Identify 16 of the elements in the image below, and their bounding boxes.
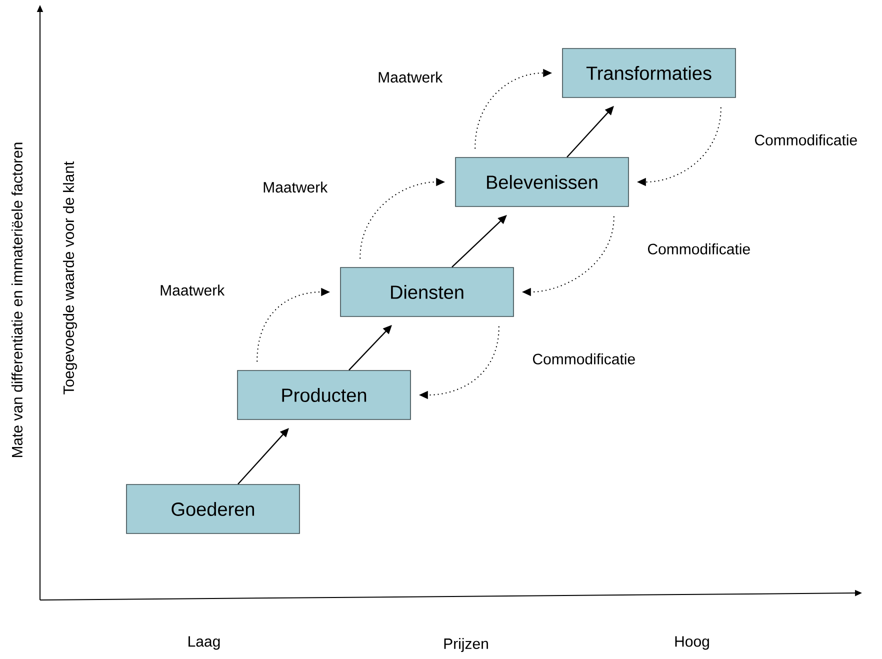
axis-label: Hoog <box>675 636 709 650</box>
stage-box: Goederen <box>126 484 300 534</box>
edge-label: Commodificatie <box>646 242 752 256</box>
axis-label: Toegevoegde waarde voor de klant <box>63 161 77 394</box>
stage-box: Diensten <box>340 267 514 317</box>
stage-box: Belevenissen <box>455 157 629 207</box>
axis-label: Prijzen <box>444 638 488 652</box>
edge-label: Maatwerk <box>158 284 226 297</box>
stage-box: Transformaties <box>562 48 736 98</box>
edge-label: Commodificatie <box>531 352 637 366</box>
axis-label: Mate van differentiatie en immateriëele factoren <box>12 142 22 458</box>
axis-label: Laag <box>188 636 220 650</box>
stage-box: Producten <box>237 370 411 420</box>
edge-label: Commodificatie <box>753 133 859 146</box>
edge-label: Maatwerk <box>262 180 329 194</box>
edge-label: Maatwerk <box>376 70 444 84</box>
